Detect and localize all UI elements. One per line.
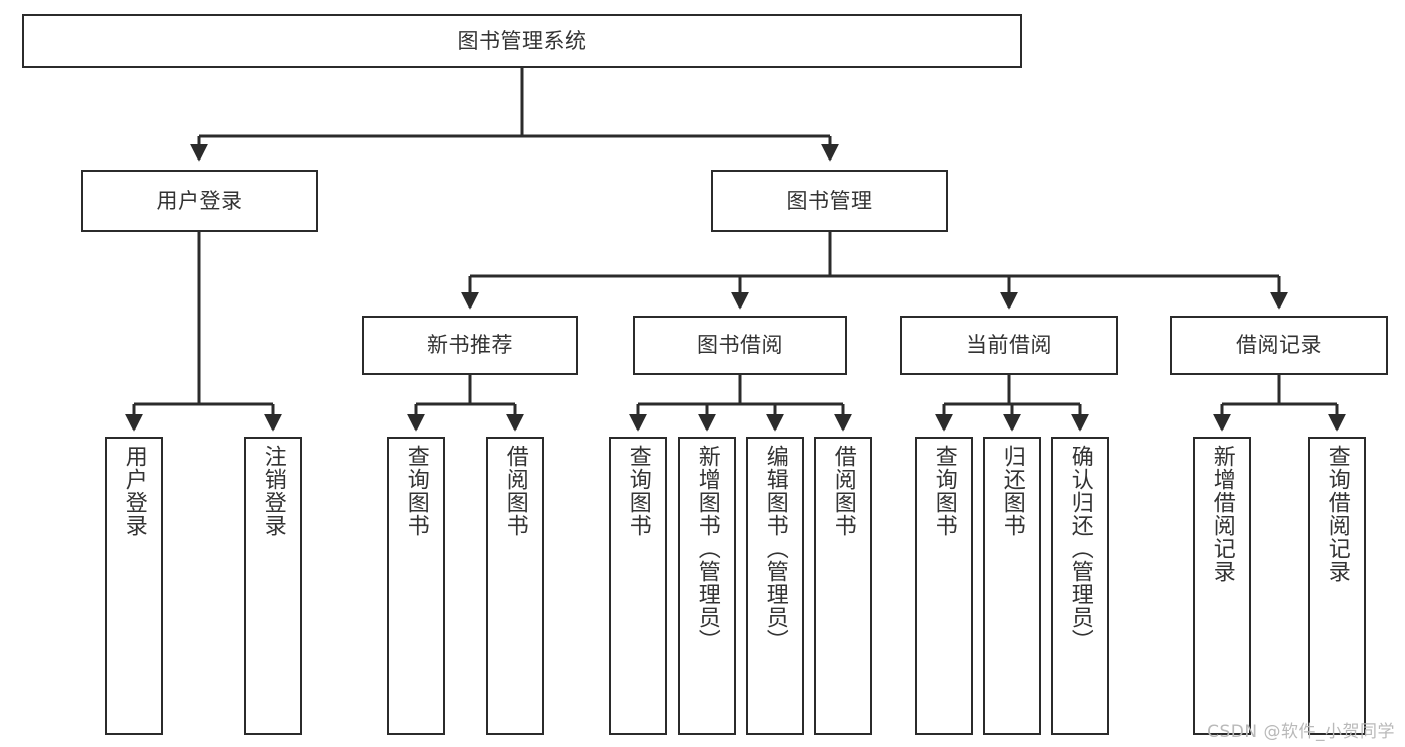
node-label: 查询图书 <box>931 445 957 537</box>
node-label: 新书推荐 <box>427 333 513 358</box>
node-new-book-recommend[interactable]: 新书推荐 <box>362 316 578 375</box>
node-label: 查询图书 <box>403 445 429 537</box>
node-label: 借阅记录 <box>1236 333 1322 358</box>
node-current-borrow[interactable]: 当前借阅 <box>900 316 1118 375</box>
leaf-book-borrow-add[interactable]: 新增图书（管理员） <box>678 437 736 735</box>
node-label: 借阅图书 <box>830 445 856 537</box>
node-label: 图书管理 <box>786 188 873 213</box>
leaf-user-login-signout[interactable]: 注销登录 <box>244 437 302 735</box>
leaf-user-login-signin[interactable]: 用户登录 <box>105 437 163 735</box>
leaf-new-book-query[interactable]: 查询图书 <box>387 437 445 735</box>
node-label: 编辑图书（管理员） <box>762 445 788 652</box>
node-label: 当前借阅 <box>966 333 1052 358</box>
node-label: 图书借阅 <box>697 333 783 358</box>
node-user-login[interactable]: 用户登录 <box>81 170 318 232</box>
node-label: 新增借阅记录 <box>1209 445 1235 583</box>
node-label: 注销登录 <box>260 445 286 537</box>
leaf-book-borrow-edit[interactable]: 编辑图书（管理员） <box>746 437 804 735</box>
node-label: 用户登录 <box>121 445 147 537</box>
node-label: 确认归还（管理员） <box>1067 445 1093 652</box>
watermark: CSDN @软件_小贺同学 <box>1207 722 1395 742</box>
node-label: 查询图书 <box>625 445 651 537</box>
node-book-management[interactable]: 图书管理 <box>711 170 948 232</box>
node-book-borrow[interactable]: 图书借阅 <box>633 316 847 375</box>
node-label: 新增图书（管理员） <box>694 445 720 652</box>
leaf-book-borrow-lend[interactable]: 借阅图书 <box>814 437 872 735</box>
node-label: 用户登录 <box>156 188 243 213</box>
leaf-current-borrow-query[interactable]: 查询图书 <box>915 437 973 735</box>
leaf-current-borrow-return[interactable]: 归还图书 <box>983 437 1041 735</box>
leaf-book-borrow-query[interactable]: 查询图书 <box>609 437 667 735</box>
node-label: 查询借阅记录 <box>1324 445 1350 583</box>
leaf-current-borrow-confirm-return[interactable]: 确认归还（管理员） <box>1051 437 1109 735</box>
node-root-book-management-system[interactable]: 图书管理系统 <box>22 14 1022 68</box>
node-label: 借阅图书 <box>502 445 528 537</box>
node-label: 图书管理系统 <box>457 28 587 53</box>
leaf-new-book-borrow[interactable]: 借阅图书 <box>486 437 544 735</box>
leaf-borrow-record-add[interactable]: 新增借阅记录 <box>1193 437 1251 735</box>
leaf-borrow-record-query[interactable]: 查询借阅记录 <box>1308 437 1366 735</box>
node-label: 归还图书 <box>999 445 1025 537</box>
node-borrow-record[interactable]: 借阅记录 <box>1170 316 1388 375</box>
